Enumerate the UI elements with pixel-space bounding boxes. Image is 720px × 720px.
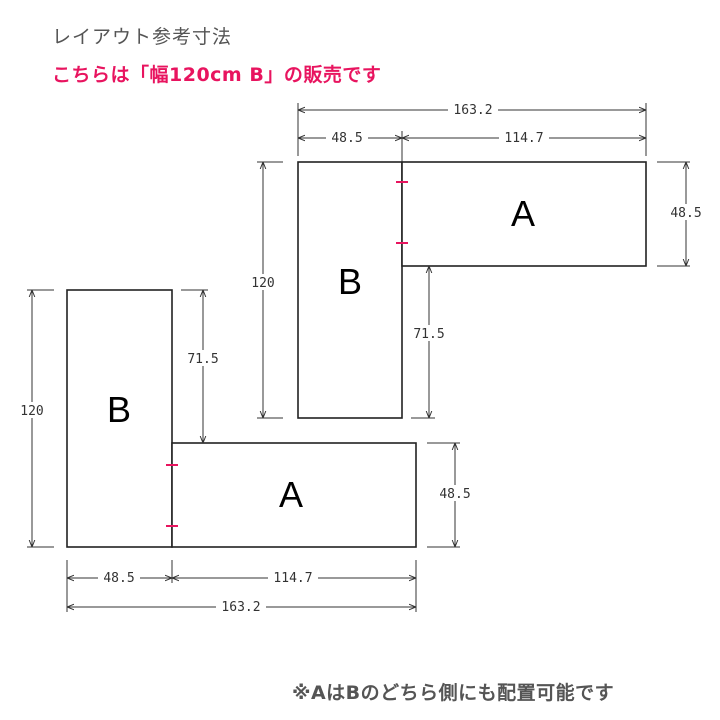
piece-b-label: B — [338, 261, 362, 302]
page-title: レイアウト参考寸法 — [52, 26, 233, 48]
piece-a-bottom — [171, 442, 417, 548]
piece-a-label: A — [511, 193, 535, 234]
dim-gap-length: 71.5 — [187, 352, 218, 367]
dim-b-width: 48.5 — [103, 571, 134, 586]
dim-a-depth: 48.5 — [439, 487, 470, 502]
piece-b-label: B — [107, 389, 131, 430]
piece-a-label: A — [279, 474, 303, 515]
dim-total-width: 163.2 — [453, 103, 492, 118]
dim-a-depth: 48.5 — [670, 206, 701, 221]
piece-a-top — [401, 161, 647, 267]
product-notice: こちらは「幅120cm B」の販売です — [52, 64, 382, 86]
dim-gap-length: 71.5 — [413, 327, 444, 342]
dim-a-width: 114.7 — [504, 131, 543, 146]
dim-b-length: 120 — [20, 404, 43, 419]
piece-b-top — [297, 161, 403, 419]
layout-bottom: B A 120 71.5 48.5 48.5 114.7 — [19, 289, 475, 615]
dim-total-width: 163.2 — [221, 600, 260, 615]
placement-note: ※AはBのどちら側にも配置可能です — [292, 682, 615, 704]
dim-b-width: 48.5 — [331, 131, 362, 146]
dim-a-width: 114.7 — [273, 571, 312, 586]
piece-b-bottom — [66, 289, 173, 548]
layout-top: B A 163.2 48.5 114.7 120 71.5 — [250, 101, 706, 419]
dim-b-length: 120 — [251, 276, 274, 291]
